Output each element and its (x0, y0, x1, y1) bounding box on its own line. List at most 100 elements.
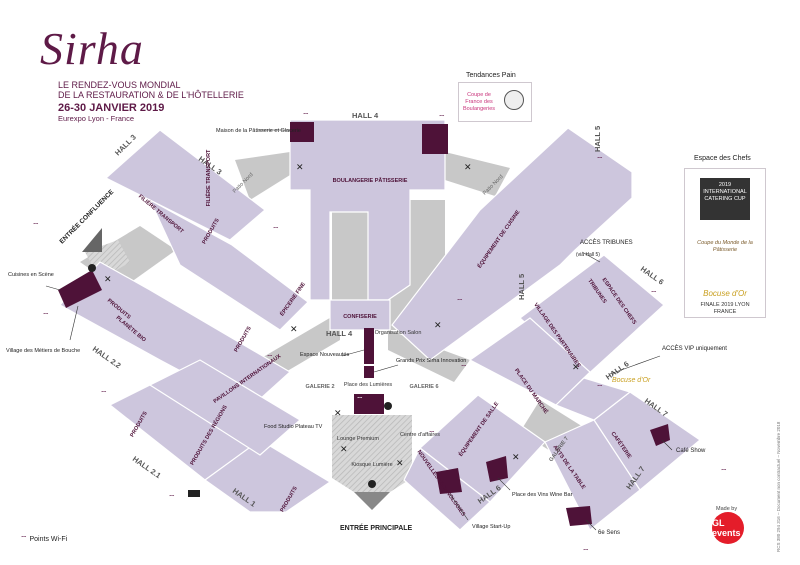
stand-maison (290, 122, 314, 142)
restaurant-icon: ✕ (396, 459, 404, 469)
callout-via-hall5: (via Hall 5) (576, 252, 600, 258)
hall-2-2 (59, 261, 292, 409)
wifi-icon: ⌔ (302, 111, 310, 120)
restaurant-icon: ✕ (464, 163, 472, 173)
zone-centre-affaires: Centre d'affaires (400, 432, 440, 438)
stand-vins (486, 456, 508, 482)
zone-lounge: Lounge Premium (337, 436, 379, 442)
callout-6e-sens: 6e Sens (598, 530, 620, 536)
zone-filiere-1: FILIÈRE TRANSPORT (204, 149, 212, 206)
credit-text: RCS 380 294 316 – Document non contractu… (776, 421, 781, 552)
wifi-icon: ⌔ (582, 547, 590, 556)
wifi-icon: ⌔ (438, 113, 446, 122)
tagline-line-1: LE RENDEZ-VOUS MONDIAL (58, 80, 181, 90)
wifi-icon: ⌔ (596, 155, 604, 164)
stand-lumieres (354, 394, 384, 414)
zone-galerie-2: GALERIE 2 (305, 384, 334, 390)
stand-cuisines (58, 270, 102, 308)
callout-acces-vip: ACCÈS VIP uniquement (662, 345, 727, 352)
galerie-2-corridor (258, 312, 340, 380)
zone-confiserie: CONFISERIE (343, 314, 377, 320)
hall-5 (391, 127, 633, 361)
callout-espace-nouv: Espace Nouveautés (300, 352, 349, 358)
callout-lines (45, 129, 673, 531)
callout-entree-princ: ENTRÉE PRINCIPALE (340, 523, 413, 532)
callout-food-studio: Food Studio Plateau TV (264, 424, 323, 430)
info-icons (88, 264, 392, 497)
stand-tendances (422, 124, 448, 154)
callout-cuisines: Cuisines en Scène (8, 272, 54, 278)
hall-4-top-label: HALL 4 (352, 111, 379, 120)
sirha-logo: Sirha (40, 23, 144, 74)
hall-4-top (289, 119, 446, 301)
zone-boulangerie: BOULANGERIE PÂTISSERIE (333, 177, 408, 184)
callout-village-startup: Village Start-Up (472, 524, 510, 530)
hall-6-marche (468, 317, 591, 406)
wifi-icon: ⌔ (20, 534, 28, 543)
restaurant-icon: ✕ (512, 453, 520, 463)
wifi-icon: ⌔ (456, 297, 464, 306)
legend-wifi-label: Points Wi-Fi (29, 536, 68, 543)
wifi-icon: ⌔ (168, 493, 176, 502)
hall-6-vip (554, 377, 632, 421)
zone-orga-salon: Organisation Salon (375, 330, 422, 336)
central-plaza (332, 415, 412, 492)
tendances-title: Tendances Pain (466, 72, 516, 79)
restaurant-icon: ✕ (334, 409, 342, 419)
legend: ⌔ Points Wi-Fi (20, 534, 67, 544)
wifi-icons: ⌔ ⌔ ⌔ ⌔ ⌔ ⌔ ⌔ ⌔ ⌔ ⌔ ⌔ ⌔ ⌔ ⌔ ⌔ ⌔ ⌔ (32, 111, 728, 556)
stand-espace-nouv (364, 328, 374, 364)
callout-cafe-show: Café Show (676, 448, 706, 454)
patio-right (445, 152, 510, 196)
callout-village-metiers: Village des Métiers de Bouche (6, 348, 80, 354)
zone-galerie-6: GALERIE 6 (409, 384, 438, 390)
callout-place-vins: Place des Vins Wine Bar (512, 492, 573, 498)
vertical-credit: RCS 380 294 316 – Document non contractu… (776, 392, 784, 552)
catering-cup-badge: 2019 INTERNATIONAL CATERING CUP (700, 178, 750, 220)
wifi-icon: ⌔ (32, 221, 40, 230)
event-venue: Eurexpo Lyon - France (58, 114, 135, 123)
hall-22-label: HALL 2.2 (91, 344, 123, 370)
wifi-icon: ⌔ (720, 467, 728, 476)
wifi-icon: ⌔ (266, 353, 274, 362)
wifi-icon: ⌔ (596, 383, 604, 392)
hall-shapes (59, 119, 701, 531)
wifi-icon: ⌔ (42, 311, 50, 320)
callout-entree-conf: ENTRÉE CONFLUENCE (57, 187, 116, 246)
patio-left (235, 152, 290, 200)
bocuse-badge: Bocuse d'Or (703, 289, 747, 298)
stand-startup (436, 468, 462, 494)
wifi-icon: ⌔ (428, 429, 436, 438)
restaurant-icon: ✕ (340, 445, 348, 455)
restaurant-icons: ✕ ✕ ✕ ✕ ✕ ✕ ✕ ✕ ✕ ✕ (104, 163, 580, 469)
hall-7-arts (544, 419, 641, 531)
restaurant-icon: ✕ (104, 275, 112, 285)
info-icon (88, 264, 96, 272)
wifi-icon: ⌔ (650, 289, 658, 298)
hall-4-mid-label: HALL 4 (326, 329, 353, 338)
globe-icon (504, 90, 524, 110)
produits-regions (148, 359, 302, 456)
hall-21-label: HALL 2.1 (131, 454, 163, 480)
bocuse-finale-text: FINALE 2019 LYON FRANCE (700, 302, 750, 315)
hall-3-products (148, 198, 309, 331)
info-icon (368, 480, 376, 488)
triangle-confluence (82, 228, 102, 252)
callout-bocuse-boutique: Bocuse d'Or (612, 377, 651, 384)
gl-events-logo: GL events (712, 512, 744, 544)
coupe-boulangerie-badge: Coupe de France des Boulangeries (462, 92, 496, 112)
espace-chefs-title: Espace des Chefs (694, 155, 751, 162)
stand-grands-prix (364, 366, 374, 378)
restaurant-icon: ✕ (434, 321, 442, 331)
callout-maison: Maison de la Pâtisserie et Glacerie (216, 128, 301, 134)
wifi-icon: ⌔ (272, 225, 280, 234)
coupe-patisserie-badge: Coupe du Monde de la Pâtisserie (697, 240, 753, 253)
truck-icon (188, 490, 200, 497)
wifi-icon: ⌔ (356, 395, 364, 404)
triangle-principale (354, 492, 390, 510)
restaurant-icon: ✕ (290, 325, 298, 335)
zone-kiosque: Kiosque Lumière (351, 462, 392, 468)
confiserie-block (329, 299, 391, 331)
event-dates: 26-30 JANVIER 2019 (58, 102, 165, 114)
